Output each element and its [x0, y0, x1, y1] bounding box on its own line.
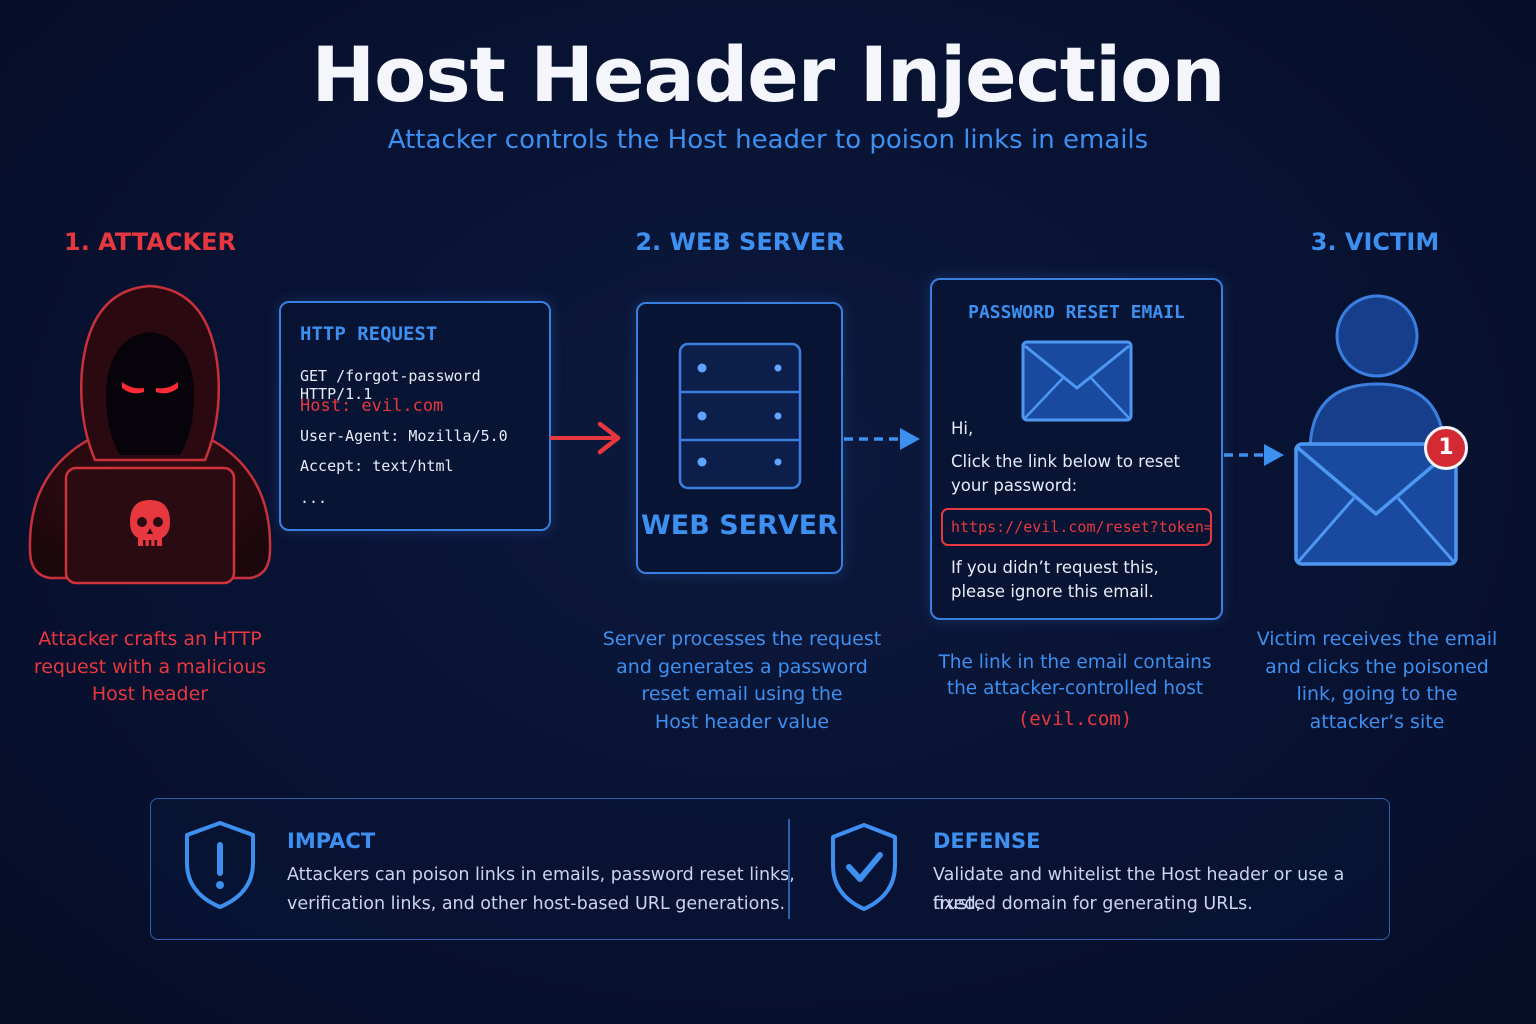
arrow-right-icon [550, 421, 621, 455]
impact-line: Attackers can poison links in emails, pa… [287, 865, 795, 885]
caption-line: request with a malicious [33, 655, 267, 678]
page-subtitle: Attacker controls the Host header to poi… [387, 125, 1149, 155]
defense-line: Validate and whitelist the Host header o… [933, 865, 1345, 914]
impact-defense-panel: IMPACT Attackers can poison links in ema… [150, 798, 1390, 940]
shield-check-icon [831, 823, 897, 911]
notification-badge-icon: 1 [1424, 426, 1468, 470]
panel-divider [788, 819, 790, 919]
step-attacker-heading: 1. ATTACKER [64, 228, 236, 256]
victim-caption: Victim receives the email and clicks the… [1240, 626, 1514, 736]
email-caption: The link in the email contains the attac… [925, 650, 1225, 732]
shield-alert-icon [185, 821, 255, 909]
caption-line: Victim receives the email [1256, 628, 1498, 650]
request-user-agent: User-Agent: Mozilla/5.0 [300, 427, 508, 445]
caption-line: link, going to the [1296, 683, 1458, 705]
caption-line: attacker’s site [1309, 710, 1445, 733]
caption-line: Server processes the request [602, 628, 882, 650]
caption-line: and clicks the poisoned [1265, 655, 1489, 678]
web-server-label: WEB SERVER [640, 510, 838, 541]
request-line: GET /forgot-password HTTP/1.1 [300, 367, 481, 403]
caption-line: the attacker-controlled host [946, 678, 1204, 699]
http-request-box: HTTP REQUEST GET /forgot-password HTTP/1… [279, 301, 551, 531]
server-rack-icon [678, 342, 802, 490]
caption-line: reset email using the [641, 683, 843, 705]
caption-line: and generates a password [616, 655, 868, 678]
envelope-icon [1294, 442, 1458, 566]
page-title: Host Header Injection [311, 30, 1226, 119]
caption-host: (evil.com) [1017, 708, 1133, 730]
arrow-right-icon [1224, 444, 1284, 466]
arrow-right-icon [844, 428, 920, 450]
envelope-icon [1021, 340, 1133, 422]
caption-line: Attacker crafts an HTTP [38, 628, 262, 650]
web-server-box: WEB SERVER [636, 302, 843, 574]
attacker-caption: Attacker crafts an HTTP request with a m… [20, 626, 280, 709]
request-ellipsis: ... [300, 489, 328, 507]
password-reset-email-box: PASSWORD RESET EMAIL Hi, Click the link … [930, 278, 1223, 620]
defense-heading: DEFENSE [933, 829, 1041, 853]
hooded-hacker-icon [28, 284, 272, 585]
email-greeting: Hi, [951, 419, 974, 438]
step-victim-heading: 3. VICTIM [1310, 228, 1440, 256]
caption-line: Host header [91, 683, 209, 705]
http-request-title: HTTP REQUEST [300, 323, 438, 345]
request-host-header: Host: evil.com [300, 396, 444, 416]
email-footer-line: If you didn’t request this, [951, 558, 1159, 577]
user-icon [1308, 294, 1446, 454]
defense-line: trusted domain for generating URLs. [933, 894, 1253, 914]
poisoned-reset-link[interactable]: https://evil.com/reset?token=... [941, 508, 1212, 546]
email-footer-line: please ignore this email. [951, 582, 1154, 601]
impact-heading: IMPACT [287, 829, 376, 853]
step-server-heading: 2. WEB SERVER [635, 228, 845, 256]
email-body-line: your password: [951, 476, 1078, 495]
email-body-line: Click the link below to reset [951, 452, 1180, 471]
caption-line: Host header value [654, 710, 830, 733]
caption-line: The link in the email contains [938, 652, 1212, 673]
request-accept: Accept: text/html [300, 457, 454, 475]
impact-line: verification links, and other host-based… [287, 894, 786, 914]
email-title: PASSWORD RESET EMAIL [968, 302, 1185, 323]
skull-icon [130, 500, 170, 546]
server-caption: Server processes the request and generat… [592, 626, 892, 736]
